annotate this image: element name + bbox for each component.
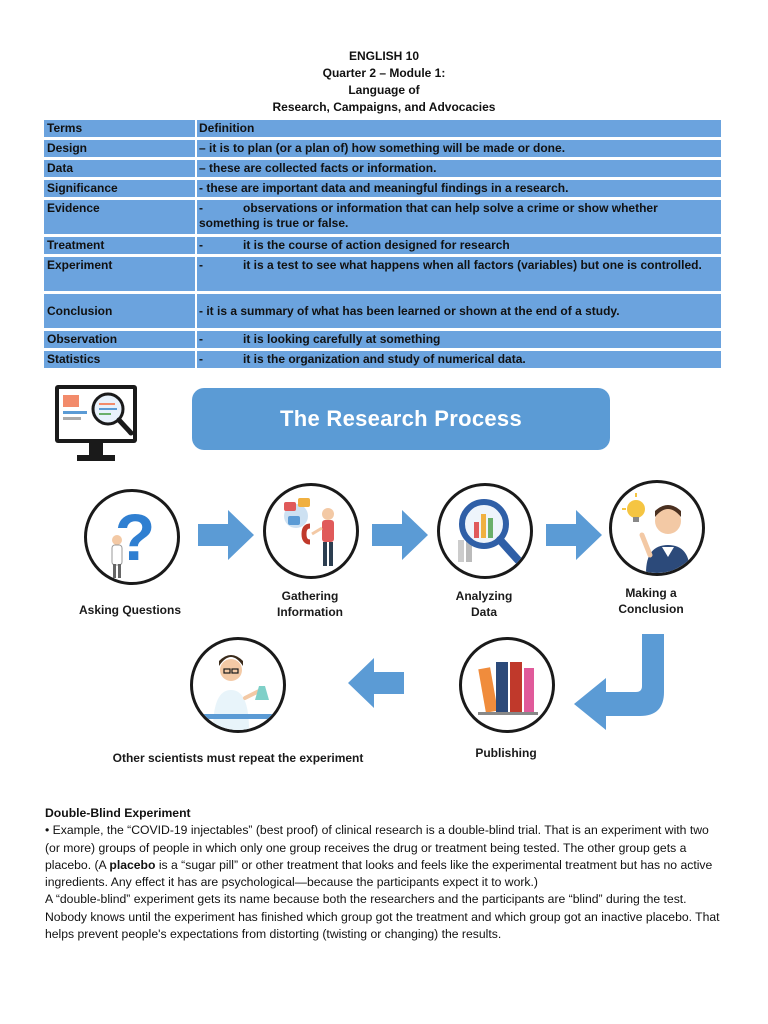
definition-cell: - it is a test to see what happens when …: [197, 257, 721, 291]
step-gathering-line1: Gathering: [281, 589, 339, 603]
definition-cell: - these are important data and meaningfu…: [197, 180, 721, 197]
term-cell: Statistics: [44, 351, 197, 368]
header-definition: Definition: [197, 120, 721, 137]
research-process-title: The Research Process: [192, 388, 610, 450]
publishing-circle: [459, 637, 555, 733]
term-cell: Conclusion: [44, 294, 197, 328]
placebo-term: placebo: [109, 857, 156, 872]
table-header-row: Terms Definition: [44, 120, 721, 137]
gathering-information-circle: [263, 483, 359, 579]
paragraph-2: A “double-blind” experiment gets its nam…: [45, 892, 720, 942]
course-title: ENGLISH 10: [348, 49, 420, 63]
left-arrow-icon: [348, 658, 404, 708]
lightbulb-person-icon: [622, 493, 690, 573]
header-terms: Terms: [44, 120, 197, 137]
books-icon: [478, 662, 538, 715]
table-row: Significance - these are important data …: [44, 180, 721, 197]
table-row: Conclusion - it is a summary of what has…: [44, 294, 721, 328]
table-row: Treatment - it is the course of action d…: [44, 237, 721, 254]
step-analyzing-line1: Analyzing: [455, 589, 513, 603]
step-making-line1: Making a: [625, 586, 677, 600]
term-cell: Significance: [44, 180, 197, 197]
analyzing-data-circle: [437, 483, 533, 579]
research-monitor-icon: [53, 383, 139, 467]
step-gathering-information: Gathering Information: [252, 588, 368, 620]
definition-cell: – it is to plan (or a plan of) how somet…: [197, 140, 721, 157]
term-cell: Data: [44, 160, 197, 177]
scientists-circle: [190, 637, 286, 733]
definition-cell: - it is looking carefully at something: [197, 331, 721, 348]
paragraph-1: • Example, the “COVID-19 injectables” (b…: [45, 822, 725, 891]
paragraph-1-part-b: is a “sugar pill” or other treatment tha…: [45, 857, 713, 890]
asking-questions-circle: ?: [84, 489, 180, 585]
step-making-conclusion: Making a Conclusion: [596, 585, 706, 617]
term-cell: Treatment: [44, 237, 197, 254]
step-asking-questions: Asking Questions: [78, 603, 182, 617]
step-making-line2: Conclusion: [618, 602, 684, 616]
curved-arrow-icon: [574, 634, 664, 730]
step-repeat-experiment: Other scientists must repeat the experim…: [112, 751, 364, 765]
step-publishing: Publishing: [475, 746, 537, 760]
term-cell: Observation: [44, 331, 197, 348]
document-header: ENGLISH 10 Quarter 2 – Module 1: Languag…: [0, 48, 768, 116]
definition-cell: - it is the course of action designed fo…: [197, 237, 721, 254]
terms-table: Terms Definition Design – it is to plan …: [44, 117, 721, 371]
double-blind-section: Double-Blind Experiment • Example, the “…: [45, 805, 725, 943]
definition-cell: - it is a summary of what has been learn…: [197, 294, 721, 328]
right-arrow-icon: [198, 510, 254, 560]
table-row: Data – these are collected facts or info…: [44, 160, 721, 177]
table-row: Design – it is to plan (or a plan of) ho…: [44, 140, 721, 157]
definition-cell: - it is the organization and study of nu…: [197, 351, 721, 368]
term-cell: Experiment: [44, 257, 197, 291]
step-gathering-line2: Information: [277, 605, 343, 619]
term-cell: Design: [44, 140, 197, 157]
term-cell: Evidence: [44, 200, 197, 234]
lesson-title-2: Research, Campaigns, and Advocacies: [272, 100, 496, 114]
table-row: Evidence - observations or information t…: [44, 200, 721, 234]
definition-cell: – these are collected facts or informati…: [197, 160, 721, 177]
table-row: Observation - it is looking carefully at…: [44, 331, 721, 348]
lesson-title-1: Language of: [348, 83, 420, 97]
table-row: Statistics - it is the organization and …: [44, 351, 721, 368]
module-title: Quarter 2 – Module 1:: [322, 66, 446, 80]
paragraph-1-part-a: • Example, the “COVID-19 injectables” (b…: [45, 823, 709, 872]
table-row: Experiment - it is a test to see what ha…: [44, 257, 721, 291]
definition-cell: - observations or information that can h…: [197, 200, 721, 234]
making-conclusion-circle: [609, 480, 705, 576]
scientist-icon: [203, 655, 273, 730]
right-arrow-icon: [546, 510, 602, 560]
magnifier-chart-icon: [458, 499, 522, 564]
section-heading: Double-Blind Experiment: [45, 806, 191, 820]
right-arrow-icon: [372, 510, 428, 560]
magnet-person-icon: [284, 498, 334, 566]
question-mark-icon: ?: [111, 500, 155, 578]
step-analyzing-data: Analyzing Data: [428, 588, 540, 620]
step-analyzing-line2: Data: [470, 605, 497, 619]
